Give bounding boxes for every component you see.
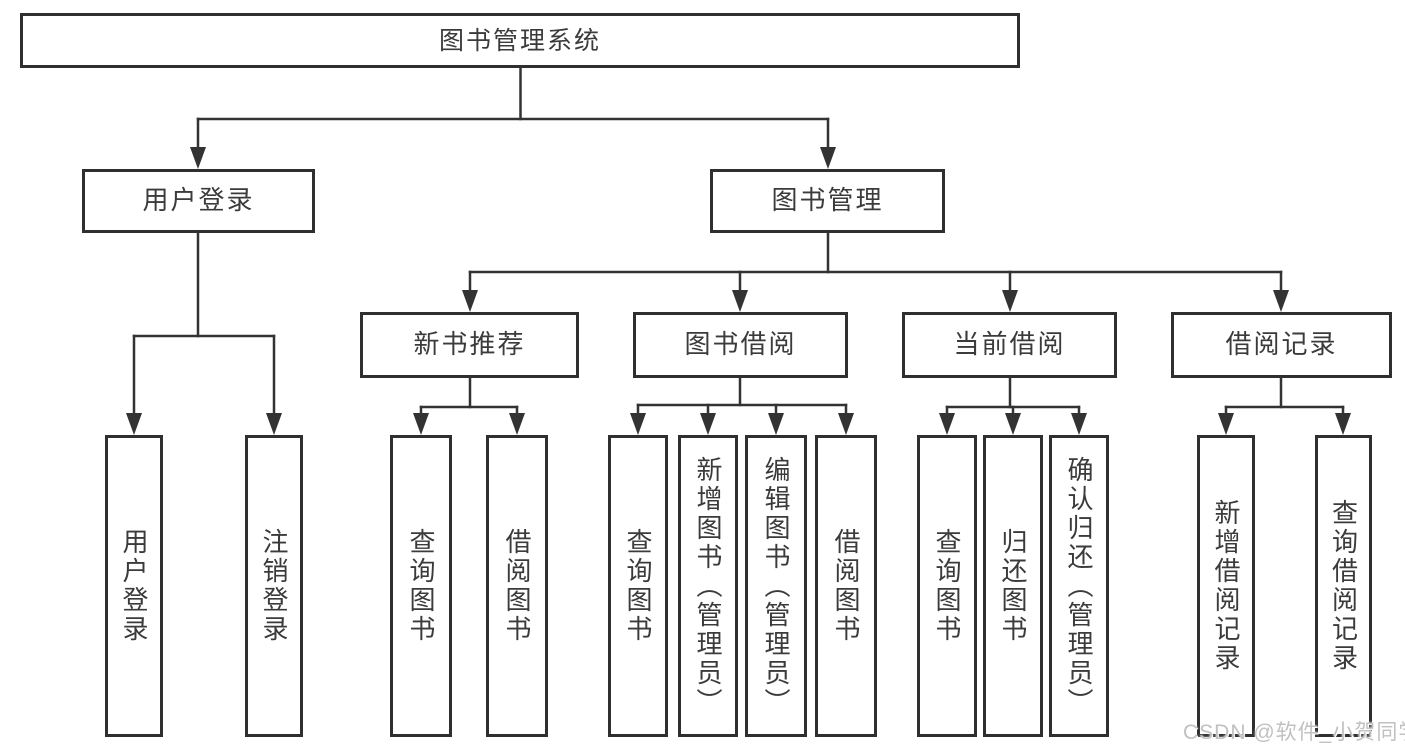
node-leaf-bb-add-book-label: 新增图书（管理员）: [693, 455, 723, 717]
node-leaf-rec-query-book-label: 查询图书: [406, 528, 436, 644]
node-leaf-bb-borrow-book-label: 借阅图书: [831, 528, 861, 644]
node-leaf-bb-borrow-book: 借阅图书: [815, 435, 877, 737]
node-leaf-bb-add-book: 新增图书（管理员）: [678, 435, 738, 737]
node-leaf-rec-borrow-book-label: 借阅图书: [502, 528, 532, 644]
node-leaf-bb-edit-book: 编辑图书（管理员）: [745, 435, 807, 737]
node-leaf-user-login-label: 用户登录: [119, 528, 149, 644]
node-leaf-cb-confirm-return: 确认归还（管理员）: [1049, 435, 1109, 737]
node-borrow-records: 借阅记录: [1171, 312, 1392, 378]
node-root-system: 图书管理系统: [20, 13, 1020, 68]
node-book-borrow: 图书借阅: [633, 312, 848, 378]
node-current-borrow: 当前借阅: [902, 312, 1117, 378]
node-leaf-logout: 注销登录: [245, 435, 303, 737]
node-leaf-bb-query-book-label: 查询图书: [623, 528, 653, 644]
node-leaf-cb-query-book: 查询图书: [917, 435, 977, 737]
node-root-label: 图书管理系统: [438, 26, 601, 55]
node-book-borrow-label: 图书借阅: [684, 329, 797, 360]
node-leaf-cb-confirm-return-label: 确认归还（管理员）: [1064, 455, 1094, 717]
node-book-management: 图书管理: [710, 169, 945, 233]
node-new-book-recommend: 新书推荐: [360, 312, 579, 378]
node-leaf-cb-return-book: 归还图书: [983, 435, 1043, 737]
node-leaf-br-query-record: 查询借阅记录: [1315, 435, 1372, 737]
node-leaf-bb-edit-book-label: 编辑图书（管理员）: [761, 455, 791, 717]
node-leaf-br-add-record: 新增借阅记录: [1197, 435, 1255, 737]
csdn-watermark: CSDN @软件_小贺同学: [1183, 721, 1405, 744]
node-user-login-label: 用户登录: [142, 185, 255, 216]
node-leaf-rec-borrow-book: 借阅图书: [486, 435, 548, 737]
node-leaf-user-login: 用户登录: [105, 435, 163, 737]
node-leaf-cb-return-book-label: 归还图书: [998, 528, 1028, 644]
node-leaf-logout-label: 注销登录: [259, 528, 289, 644]
node-leaf-rec-query-book: 查询图书: [390, 435, 452, 737]
node-borrow-records-label: 借阅记录: [1225, 329, 1338, 360]
node-leaf-br-query-record-label: 查询借阅记录: [1328, 499, 1359, 673]
node-user-login: 用户登录: [82, 169, 315, 233]
node-current-borrow-label: 当前借阅: [953, 329, 1066, 360]
node-new-book-recommend-label: 新书推荐: [413, 329, 526, 360]
node-leaf-br-add-record-label: 新增借阅记录: [1211, 499, 1241, 673]
node-leaf-cb-query-book-label: 查询图书: [932, 528, 962, 644]
node-book-management-label: 图书管理: [771, 185, 884, 216]
node-leaf-bb-query-book: 查询图书: [608, 435, 668, 737]
